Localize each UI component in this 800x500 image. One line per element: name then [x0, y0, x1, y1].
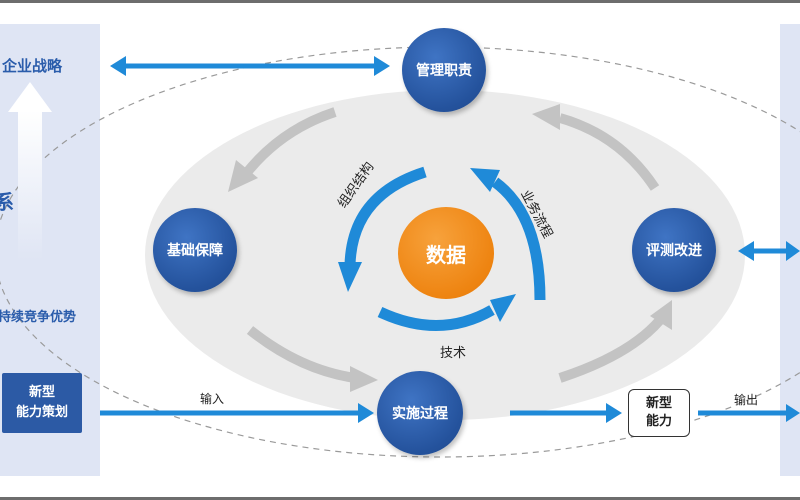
new-capability-box: 新型 能力: [628, 389, 690, 437]
cycle-arrow-bottom-left: [246, 326, 378, 392]
label-input: 输入: [200, 392, 225, 406]
node-implementation: 实施过程: [377, 371, 463, 455]
new-capability-line1: 新型: [645, 396, 672, 411]
node-data: 数据: [398, 207, 494, 299]
inner-arrow-business: [470, 168, 546, 301]
cycle-arrow-top-right: [532, 104, 660, 191]
new-capability-plan-line1: 新型: [28, 385, 55, 400]
strategy-label: 企业战略: [2, 57, 63, 75]
new-capability-line2: 能力: [645, 414, 672, 429]
cycle-arrow-bottom-right: [558, 300, 672, 383]
up-arrow: [8, 82, 52, 260]
label-output: 输出: [734, 393, 759, 407]
cycle-arrow-top-left: [228, 107, 337, 192]
impl-to-capability-arrow: [510, 403, 622, 423]
new-capability-plan-box: 新型 能力策划: [2, 373, 82, 433]
evaluation-right-arrow: [738, 241, 800, 261]
new-capability-plan-line2: 能力策划: [15, 405, 68, 420]
competitive-advantage-label: 持续竞争优势: [0, 310, 77, 325]
input-arrow: [100, 403, 374, 423]
node-evaluation: 评测改进: [632, 208, 716, 292]
node-foundation: 基础保障: [153, 208, 237, 292]
system-label-partial: 系: [0, 190, 14, 214]
top-border: [0, 0, 800, 3]
inner-arrow-organization: [338, 166, 427, 292]
output-arrow: [698, 404, 800, 422]
bottom-border: [0, 497, 800, 500]
strategy-management-arrow: [110, 56, 390, 76]
inner-arrow-technology: [377, 294, 516, 331]
node-management: 管理职责: [402, 28, 486, 112]
label-technology: 技术: [440, 346, 467, 361]
